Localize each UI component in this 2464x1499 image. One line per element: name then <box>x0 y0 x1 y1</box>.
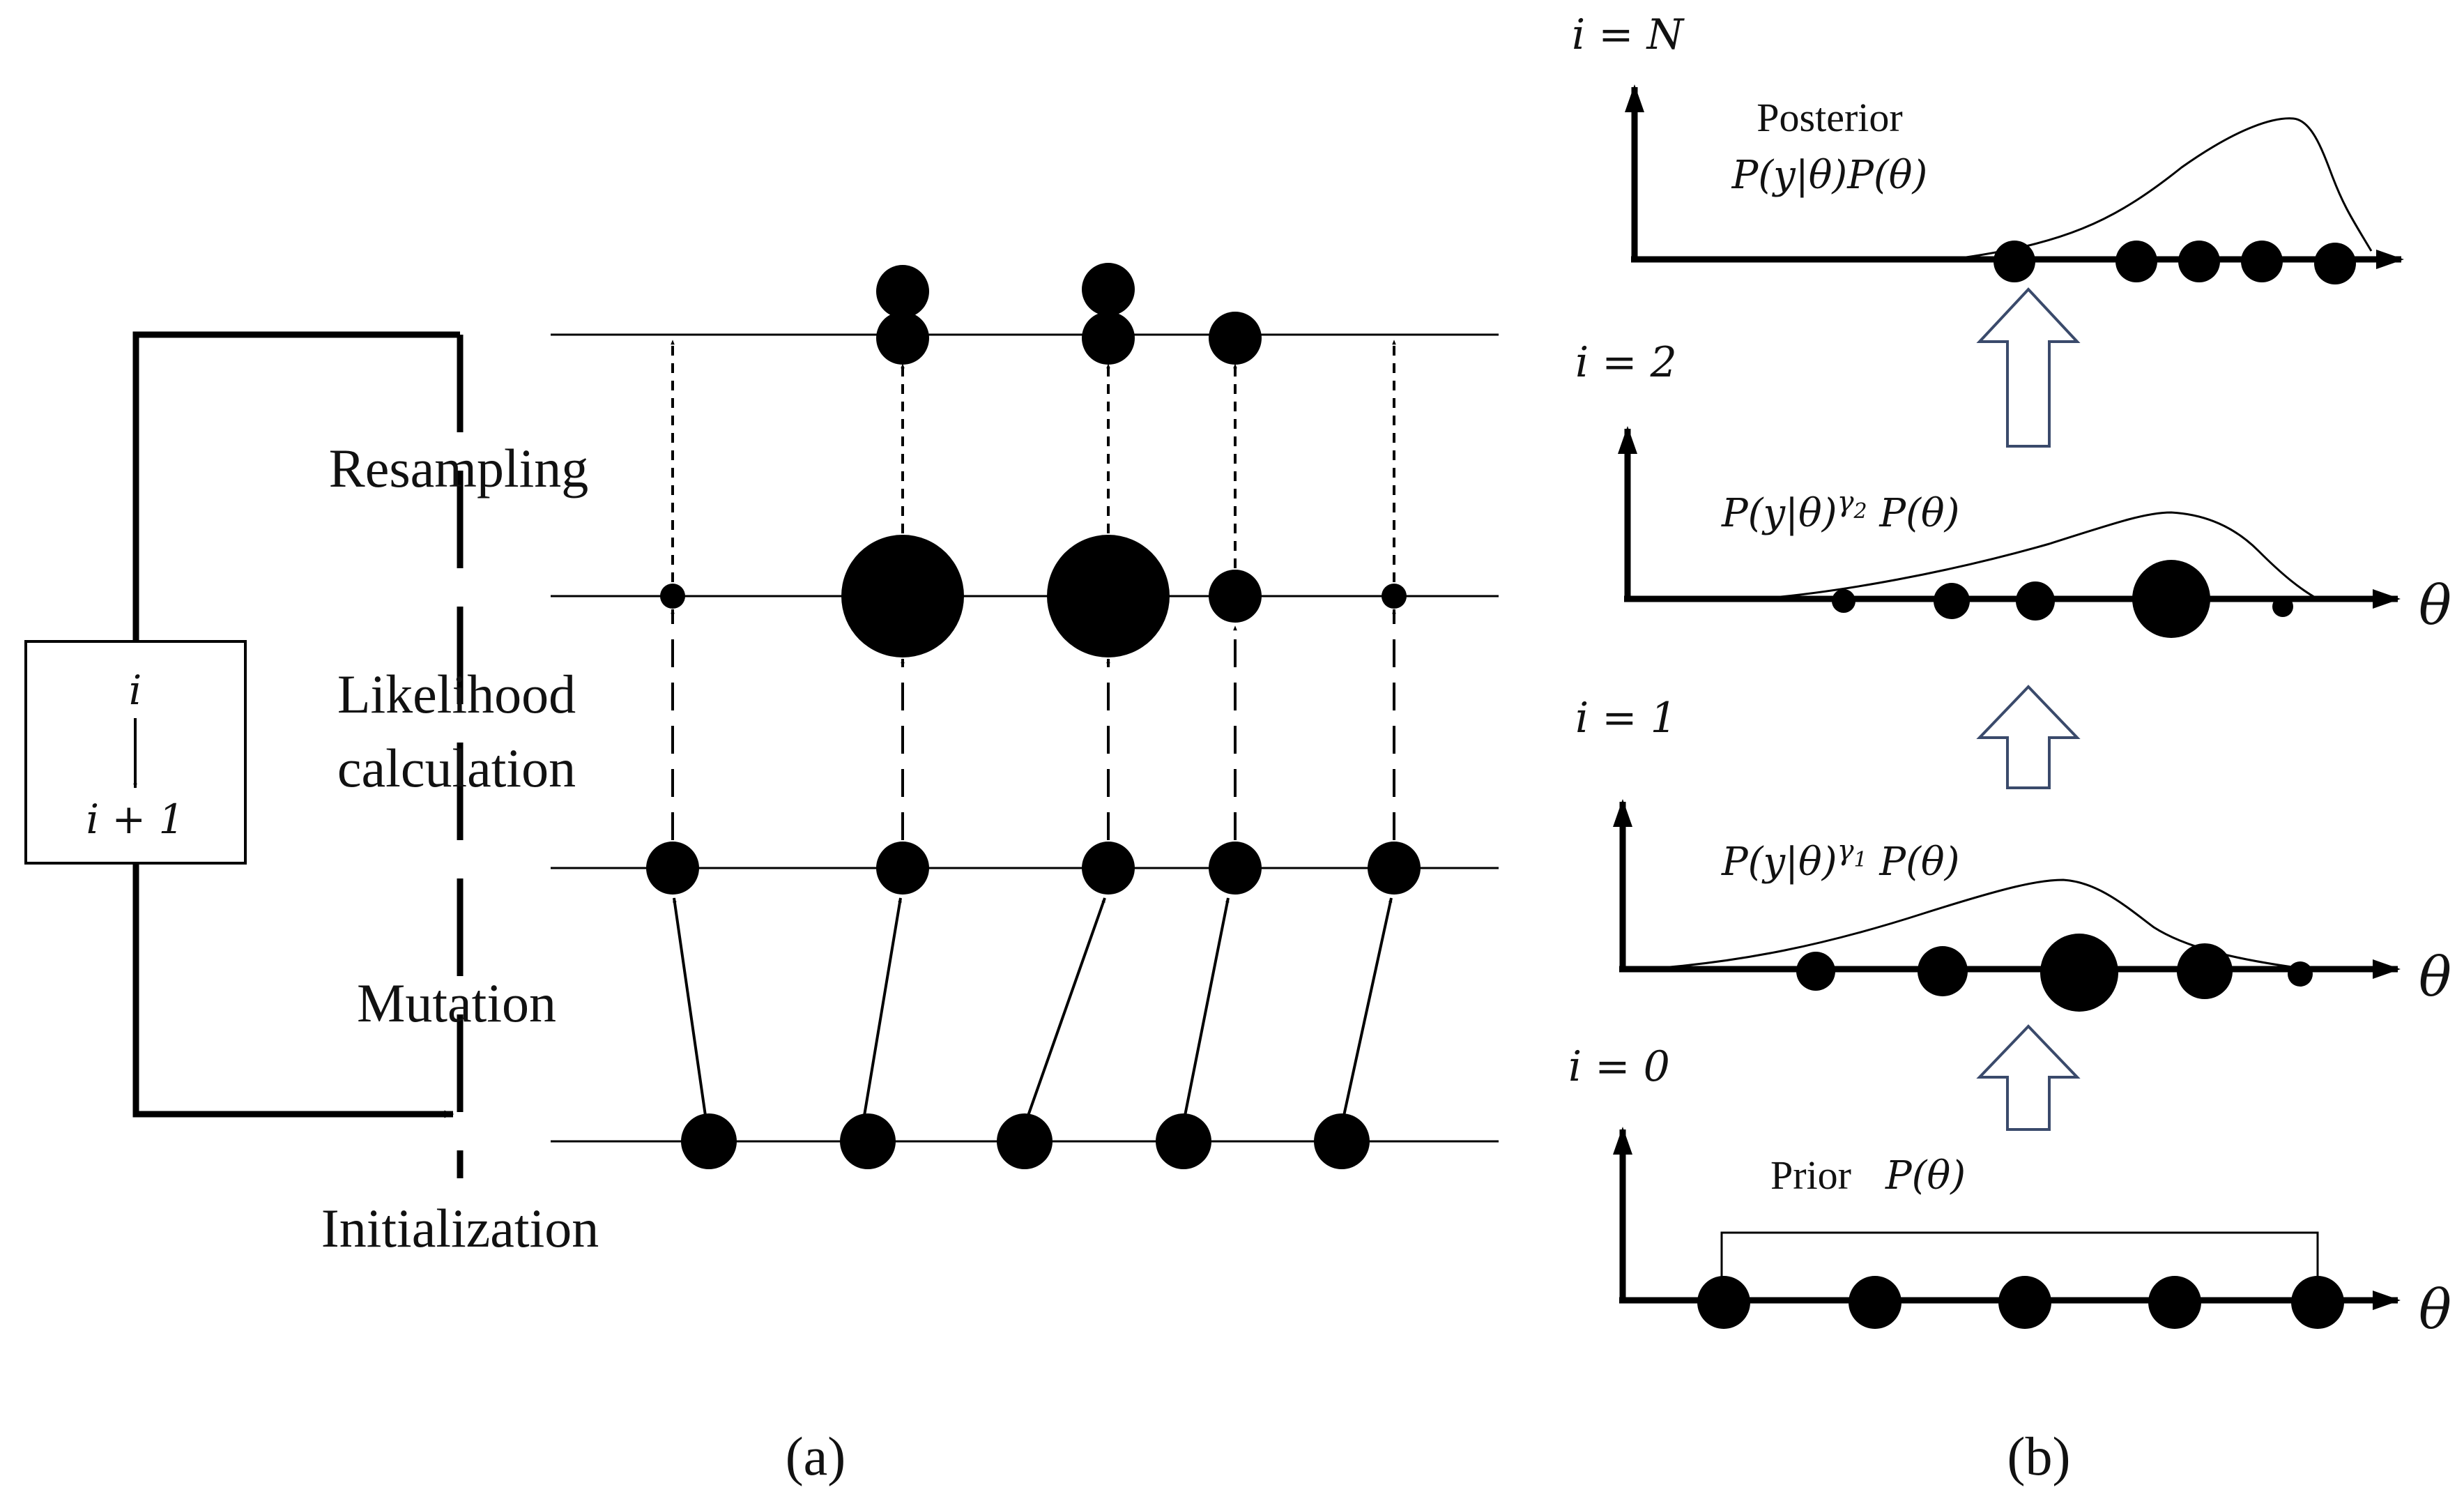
prior-formula: P(θ) <box>1885 1153 1966 1199</box>
transition-arrow <box>1976 287 2081 448</box>
weighted-particle-small <box>660 584 685 609</box>
particle <box>2314 243 2356 284</box>
particle <box>1994 241 2035 282</box>
particle <box>1998 1276 2051 1329</box>
weighted-particle-medium <box>1209 570 1262 623</box>
particle-large <box>2132 560 2210 638</box>
particle <box>1934 583 1970 619</box>
particle <box>2241 241 2283 282</box>
particle <box>2288 961 2313 987</box>
stage-label-1: i = 1 <box>1575 694 1677 743</box>
loop-i-plus-1-label: i + 1 <box>86 796 185 843</box>
stage-label-N: i = N <box>1572 10 1685 59</box>
mutation-arrow <box>673 897 707 1116</box>
resampled-particle-duplicate <box>1082 263 1135 316</box>
mutation-arrow <box>1027 897 1106 1116</box>
initial-particle <box>1156 1113 1211 1169</box>
plot-stage-2: i = 2 θ P(y|θ)γ2 P(θ) <box>1575 338 2451 638</box>
prior-title: Prior <box>1770 1152 1851 1198</box>
weighted-particle-small <box>1382 584 1407 609</box>
axis-theta: θ <box>2419 1279 2451 1341</box>
caption-b: (b) <box>2007 1426 2071 1486</box>
particle <box>2148 1276 2201 1329</box>
initial-particle <box>840 1113 896 1169</box>
mutation-arrows <box>673 897 1393 1116</box>
particle <box>1796 952 1835 991</box>
resampled-particle <box>876 312 929 365</box>
initial-particle <box>997 1113 1053 1169</box>
resampled-particle <box>1209 312 1262 365</box>
mutated-particle <box>1368 842 1421 895</box>
plot-stage-1: i = 1 θ P(y|θ)γ1 P(θ) <box>1575 694 2451 1012</box>
mutated-particle <box>1082 842 1135 895</box>
mutated-particle <box>876 842 929 895</box>
mutation-arrow <box>863 897 902 1116</box>
particle <box>2016 581 2055 621</box>
tempered-curve <box>1756 511 2318 600</box>
stage-label-initialization: Initialization <box>321 1198 599 1258</box>
tempered-curve <box>1644 878 2308 971</box>
stage-label-resampling: Resampling <box>329 438 589 499</box>
particle <box>1849 1276 1901 1329</box>
mutation-arrow <box>1184 897 1230 1116</box>
resampled-particles <box>876 263 1262 365</box>
resampling-arrows <box>671 340 1396 582</box>
particle <box>2177 943 2233 999</box>
panel-a: i i + 1 Resampling Likelihood calculatio… <box>24 263 1499 1486</box>
particle <box>1918 946 1968 996</box>
initial-particle <box>681 1113 737 1169</box>
stage-label-calculation: calculation <box>337 738 576 798</box>
weighted-particle-large <box>1047 535 1170 657</box>
particle <box>1832 589 1855 613</box>
axis-theta: θ <box>2419 946 2451 1009</box>
posterior-formula: P(y|θ)P(θ) <box>1731 153 1928 198</box>
weighted-particles <box>660 535 1407 657</box>
loop-i-label: i <box>129 667 142 714</box>
stage-label-0: i = 0 <box>1568 1042 1670 1091</box>
transition-arrow <box>1976 1024 2081 1131</box>
tempered-formula: P(y|θ)γ1 P(θ) <box>1721 835 1959 885</box>
particle <box>2291 1276 2344 1329</box>
plot-stage-N: i = N Posterior P(y|θ)P(θ) <box>1572 10 2404 284</box>
plot-stage-0: i = 0 θ Prior P(θ) <box>1568 1042 2451 1341</box>
initial-particles <box>681 1113 1370 1169</box>
panel-b: i = N Posterior P(y|θ)P(θ) i = 2 <box>1568 10 2451 1486</box>
iteration-loop: i i + 1 <box>24 331 460 1118</box>
particle <box>2115 241 2157 282</box>
initial-particle <box>1314 1113 1370 1169</box>
tempered-formula: P(y|θ)γ2 P(θ) <box>1721 486 1959 536</box>
mutated-particle <box>1209 842 1262 895</box>
mutated-particles <box>646 842 1421 895</box>
mutation-arrow <box>1342 897 1393 1116</box>
loop-bottom-arrow <box>132 854 454 1118</box>
stage-label-mutation: Mutation <box>357 973 556 1033</box>
posterior-title: Posterior <box>1757 95 1902 140</box>
axis-theta: θ <box>2419 575 2451 637</box>
caption-a: (a) <box>786 1426 846 1486</box>
particle <box>2272 596 2293 617</box>
transition-arrow <box>1976 685 2081 789</box>
loop-top-line <box>132 331 460 641</box>
particle <box>1697 1276 1750 1329</box>
weighted-particle-large <box>841 535 964 657</box>
stage-label-likelihood: Likelihood <box>337 664 576 724</box>
prior-uniform-curve <box>1720 1231 2319 1300</box>
resampled-particle <box>1082 312 1135 365</box>
particle-large <box>2040 934 2118 1012</box>
stage-label-2: i = 2 <box>1575 338 1677 387</box>
posterior-curve <box>1951 117 2373 261</box>
mutated-particle <box>646 842 699 895</box>
likelihood-arrows <box>671 609 1396 840</box>
particle <box>2178 241 2220 282</box>
resampled-particle-duplicate <box>876 265 929 318</box>
